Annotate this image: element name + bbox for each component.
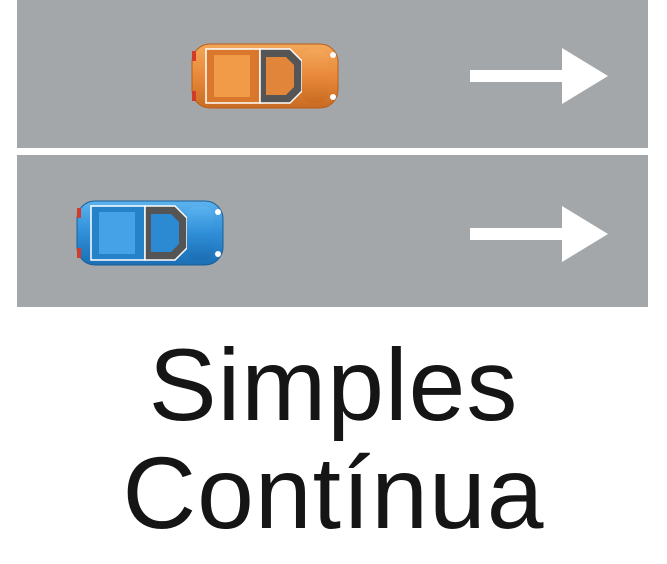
car-orange-icon bbox=[191, 43, 339, 109]
caption-line-1: Simples bbox=[148, 328, 519, 442]
car-blue-icon bbox=[76, 200, 224, 266]
arrow-right-icon bbox=[470, 48, 608, 104]
continuous-line bbox=[17, 148, 648, 155]
arrow-right-icon bbox=[470, 206, 608, 262]
caption-line-2: Contínua bbox=[122, 436, 545, 550]
